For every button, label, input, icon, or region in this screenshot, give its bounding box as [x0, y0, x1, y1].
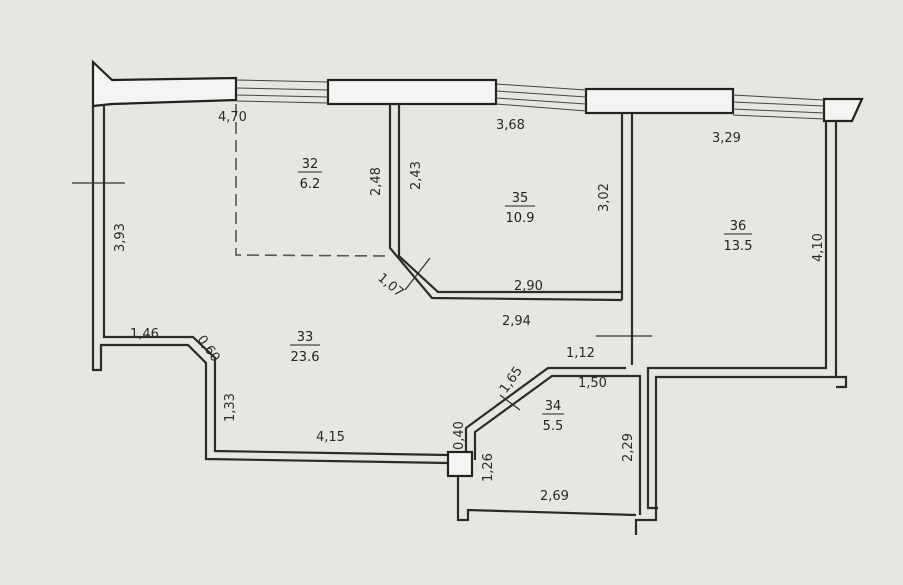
- dim-3-02: 3,02: [597, 183, 612, 212]
- window-2: [495, 83, 587, 112]
- room-33-area: 23.6: [291, 350, 320, 365]
- dim-1-50: 1,50: [578, 376, 607, 391]
- dim-2-48: 2,48: [369, 167, 384, 196]
- room-35-label: 35 10.9: [505, 191, 535, 226]
- bathroom-diagonal-wall-outer: [473, 374, 642, 515]
- dim-2-43: 2,43: [409, 161, 424, 190]
- corner-wall-right: [822, 97, 864, 123]
- room-32-label: 32 6.2: [298, 157, 322, 192]
- window-1: [235, 79, 329, 104]
- dim-3-93: 3,93: [113, 223, 128, 252]
- room-33-label: 33 23.6: [290, 330, 320, 365]
- dim-0-60: 0,60: [194, 333, 223, 365]
- dim-2-90: 2,90: [514, 279, 543, 294]
- dim-1-07: 1,07: [374, 271, 406, 301]
- room-34-label: 34 5.5: [542, 399, 564, 434]
- bathroom-diagonal-wall: [464, 366, 626, 460]
- dim-4-70: 4,70: [218, 110, 247, 125]
- dim-3-29: 3,29: [712, 131, 741, 146]
- room-35-wall-inner: [397, 104, 622, 294]
- room-32-number: 32: [302, 157, 319, 172]
- room-34-area: 5.5: [543, 419, 564, 434]
- dim-1-12: 1,12: [566, 346, 595, 361]
- outer-wall-left: [91, 106, 449, 465]
- outer-wall-right: [834, 121, 848, 389]
- room-36-number: 36: [730, 219, 747, 234]
- room-34-number: 34: [545, 399, 562, 414]
- wall-segment-top-right: [584, 87, 735, 115]
- wall-segment-top-middle: [326, 78, 498, 106]
- dim-4-10: 4,10: [811, 233, 826, 262]
- room-35-number: 35: [512, 191, 529, 206]
- dim-2-29: 2,29: [621, 433, 636, 462]
- room-36-area: 13.5: [724, 239, 753, 254]
- dim-1-33: 1,33: [223, 393, 238, 422]
- window-3: [732, 94, 825, 120]
- room-35-area: 10.9: [506, 211, 535, 226]
- room-36-label: 36 13.5: [724, 219, 753, 254]
- dim-4-15: 4,15: [316, 430, 345, 445]
- dim-1-65: 1,65: [497, 364, 526, 396]
- dim-3-68: 3,68: [496, 118, 525, 133]
- room-33-number: 33: [297, 330, 314, 345]
- dim-1-26: 1,26: [481, 453, 496, 482]
- dim-2-69: 2,69: [540, 489, 569, 504]
- column: [446, 450, 474, 478]
- corner-wall-left: [91, 59, 238, 108]
- partition-room-32: [235, 104, 389, 257]
- dim-2-94: 2,94: [502, 314, 531, 329]
- wall-35-36: [620, 114, 634, 365]
- outer-wall-left-inner: [102, 104, 449, 457]
- dim-1-46: 1,46: [130, 327, 159, 342]
- outer-wall-right-inner: [646, 121, 828, 510]
- room-35-wall: [388, 104, 623, 302]
- room-32-area: 6.2: [300, 177, 321, 192]
- dim-0-40: 0,40: [452, 421, 467, 450]
- lower-right-wall: [634, 375, 836, 535]
